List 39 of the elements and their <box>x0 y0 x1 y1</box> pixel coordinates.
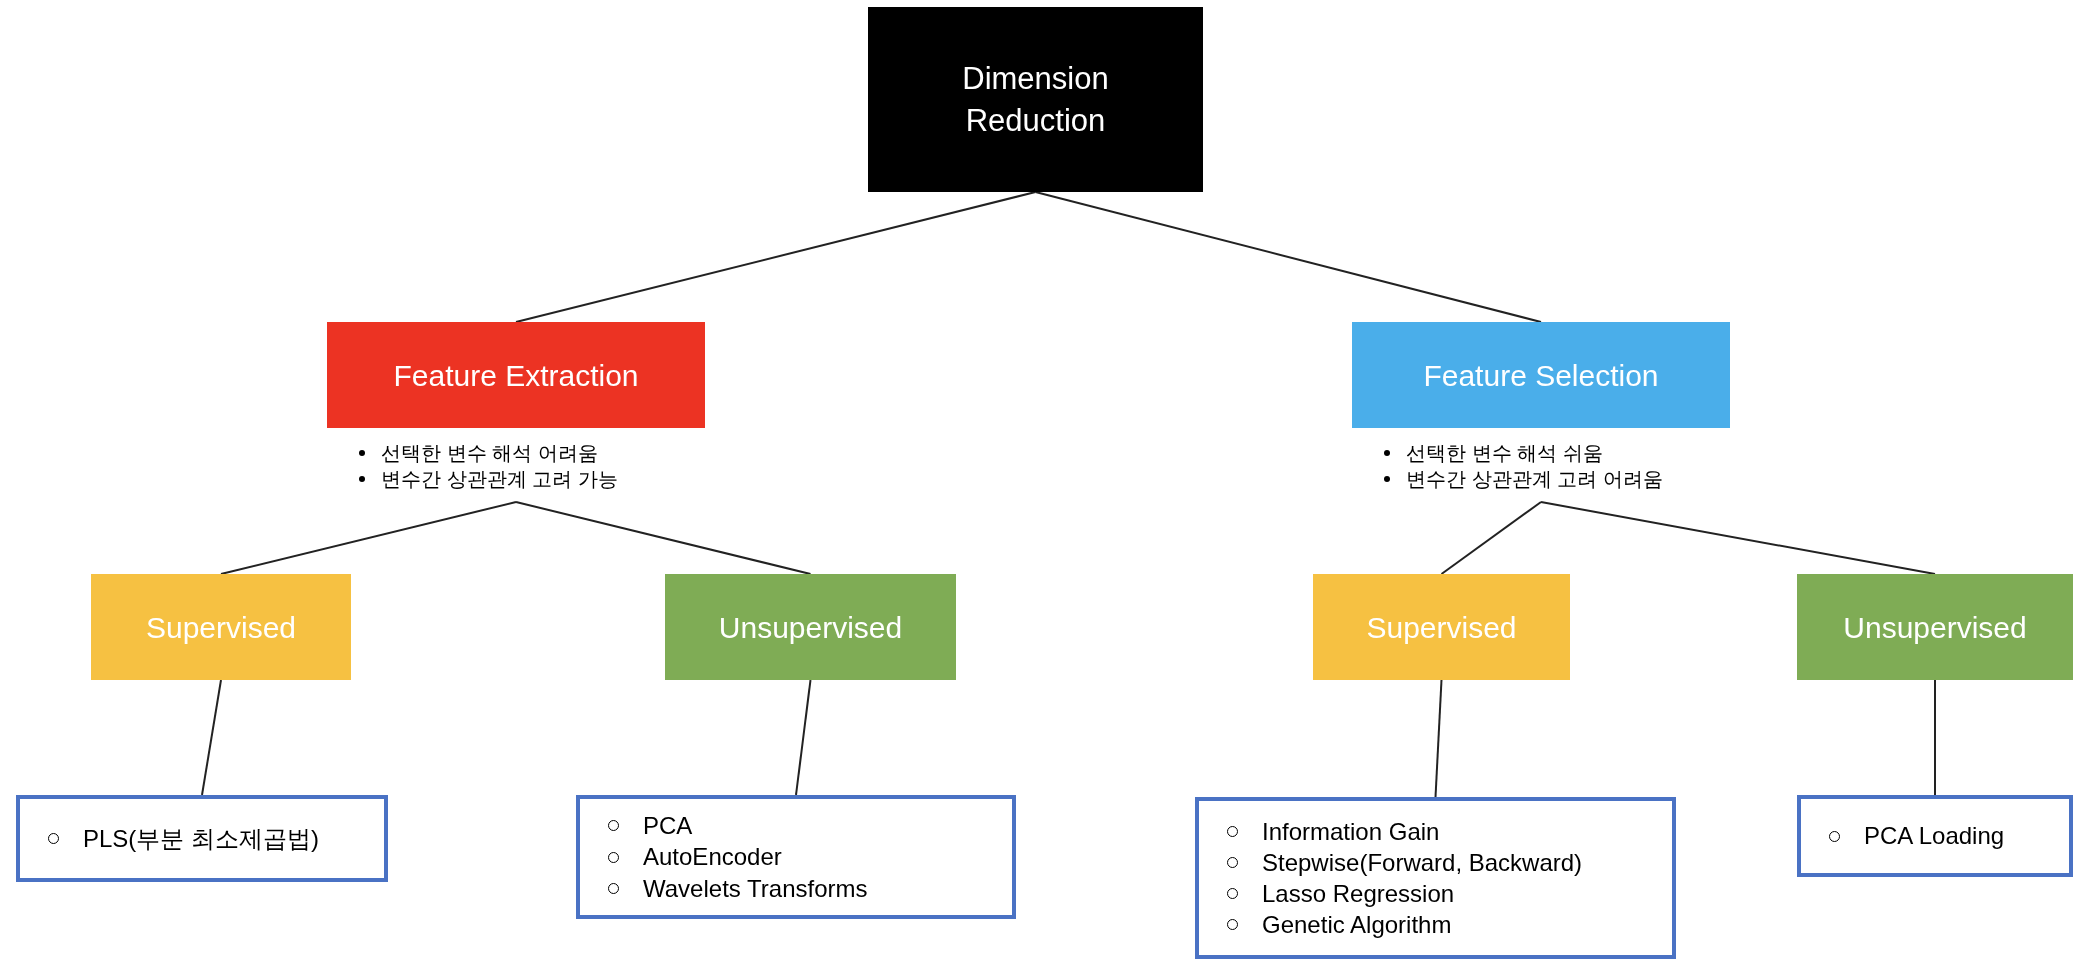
list-item: AutoEncoder <box>643 842 782 873</box>
box-label: Dimension Reduction <box>961 59 1110 140</box>
list-box <box>16 795 388 882</box>
list-box <box>576 795 1016 919</box>
method-box <box>665 574 956 680</box>
list-item: PCA <box>643 811 693 842</box>
box-label: Unsupervised <box>717 609 904 646</box>
method-box <box>91 574 351 680</box>
connector-line <box>220 501 517 575</box>
box-label: Feature Extraction <box>392 357 640 394</box>
note-text: 선택한 변수 해석 어려움 <box>381 441 598 466</box>
list-item: Information Gain <box>1262 816 1440 847</box>
box-label: Supervised <box>1365 609 1518 646</box>
note-text: 선택한 변수 해석 쉬움 <box>1406 441 1603 466</box>
connector-line <box>201 679 222 796</box>
connector-line <box>1440 501 1542 575</box>
list-box <box>1797 795 2073 877</box>
list-item: Lasso Regression <box>1262 879 1455 909</box>
box-label: Feature Selection <box>1422 357 1660 394</box>
connector-line <box>515 191 1037 323</box>
list-item: PCA Loading <box>1864 821 2005 852</box>
connector-line <box>515 501 812 575</box>
root-box <box>868 7 1203 192</box>
list-item: PLS(부분 최소제곱법) <box>83 823 319 854</box>
list-item: Stepwise(Forward, Backward) <box>1262 847 1583 878</box>
list-item: Genetic Algorithm <box>1262 910 1452 941</box>
connector-line <box>1540 501 1936 575</box>
connector-line <box>1034 191 1542 323</box>
connector-line <box>1934 679 1936 796</box>
box-label: Supervised <box>144 609 298 646</box>
list-item: Wavelets Transforms <box>643 873 868 904</box>
note-text: 변수간 상관관계 고려 어려움 <box>1406 467 1663 492</box>
method-box <box>1313 574 1570 680</box>
connector-line <box>795 679 812 796</box>
box-label: Unsupervised <box>1842 609 2028 646</box>
method-box <box>1797 574 2073 680</box>
note-text: 변수간 상관관계 고려 가능 <box>381 467 618 492</box>
connector-line <box>1434 679 1443 798</box>
list-box <box>1195 797 1676 959</box>
